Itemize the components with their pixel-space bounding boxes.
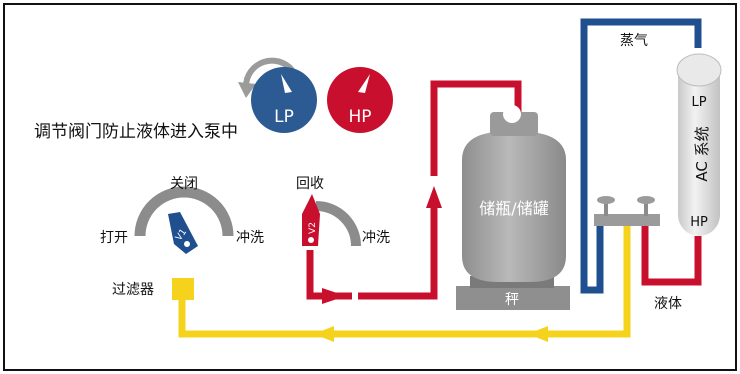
hp-gauge-label: HP xyxy=(348,107,371,127)
ac-system xyxy=(676,53,722,236)
hp-needle xyxy=(358,74,370,93)
vapor-label: 蒸气 xyxy=(620,33,648,49)
hp-gauge xyxy=(327,67,393,133)
valve1-handle[interactable] xyxy=(168,212,198,254)
yellow-arrow-1 xyxy=(528,326,548,342)
ac-lp-label: LP xyxy=(691,95,706,110)
valve2-arc xyxy=(315,201,361,247)
filter-label: 过滤器 xyxy=(112,282,154,298)
red-line-to-tank xyxy=(430,80,522,176)
valve1-arc xyxy=(134,186,234,237)
tank-label: 储瓶/储罐 xyxy=(479,199,548,218)
valve2-recover-label: 回收 xyxy=(296,176,324,192)
lp-gauge xyxy=(251,67,317,133)
tank-valve-hole xyxy=(503,105,521,123)
scale-label: 秤 xyxy=(505,292,519,308)
vapor-line xyxy=(580,18,702,294)
ac-body xyxy=(678,56,720,236)
red-arrow-right xyxy=(322,288,346,304)
valve1-flush-label: 冲洗 xyxy=(236,230,264,246)
tank xyxy=(456,105,570,310)
hp-gauge-face xyxy=(327,67,393,133)
manifold-bar xyxy=(594,214,660,226)
valve-1[interactable] xyxy=(134,186,234,254)
yellow-return-line xyxy=(178,226,631,338)
lp-gauge-label: LP xyxy=(274,107,294,127)
tank-body xyxy=(462,132,566,282)
ac-top-cap xyxy=(676,53,722,87)
ac-system-title: AC 系统 xyxy=(693,126,711,181)
valve2-flush-label: 冲洗 xyxy=(362,230,390,246)
liquid-label: 液体 xyxy=(654,296,682,312)
lp-gauge-face xyxy=(251,67,317,133)
scale-base xyxy=(456,286,570,310)
ac-hp-label: HP xyxy=(690,215,708,230)
tank-valve-guard xyxy=(490,112,538,136)
instruction-text: 调节阀门防止液体进入泵中 xyxy=(34,122,238,142)
red-line-up xyxy=(358,208,438,300)
liquid-line xyxy=(641,226,702,286)
valve1-open-label: 打开 xyxy=(100,229,128,246)
yellow-arrow-2 xyxy=(314,326,334,342)
lp-needle xyxy=(281,74,292,93)
red-arrow-up xyxy=(426,186,442,208)
valve-2[interactable] xyxy=(302,194,361,247)
manifold xyxy=(594,196,660,226)
filter-box xyxy=(172,278,194,300)
manifold-knob-right[interactable] xyxy=(637,196,655,204)
frame-border xyxy=(3,3,737,371)
gauge-rotate-arrow xyxy=(238,57,295,98)
valve2-tag: V2 xyxy=(308,222,318,234)
manifold-knob-left[interactable] xyxy=(597,196,615,204)
valve2-handle[interactable] xyxy=(302,194,320,246)
valve1-close-label: 关闭 xyxy=(170,176,198,192)
